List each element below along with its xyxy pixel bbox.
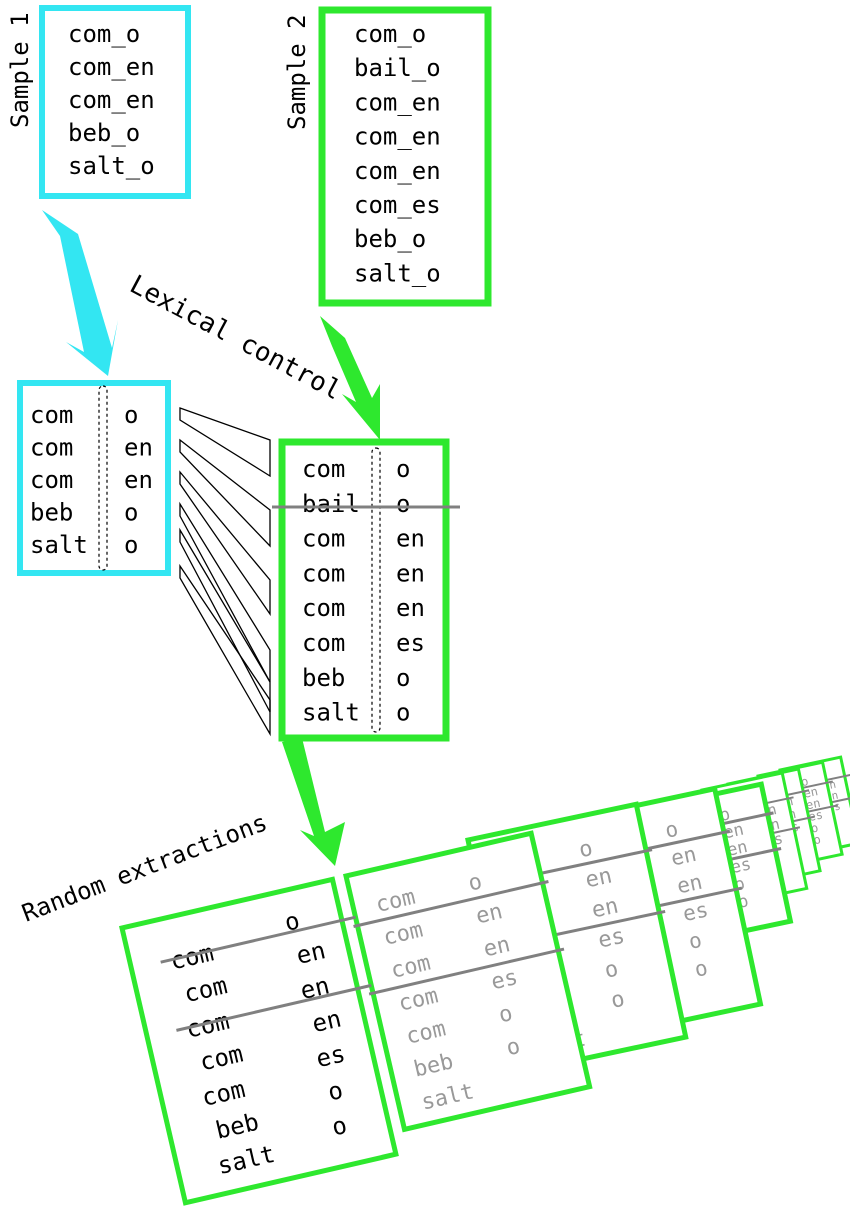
split2-stem: com xyxy=(302,629,345,657)
sample1-item: com_o xyxy=(68,20,140,48)
stacked-suffix: en xyxy=(583,863,614,893)
stacked-suffix: es xyxy=(489,965,520,995)
extraction-suffix: es xyxy=(313,1039,347,1073)
sample2-arrow xyxy=(320,316,380,440)
split2-suffix: o xyxy=(396,490,410,518)
sample2-item: bail_o xyxy=(354,54,441,82)
extraction-card-border xyxy=(119,876,399,1206)
extraction-suffix: en xyxy=(294,936,328,970)
stacked-suffix: o xyxy=(663,817,680,843)
split2-stem: salt xyxy=(302,699,360,727)
split1-box xyxy=(17,380,171,576)
sample2-items: com_o bail_o com_en com_en com_en com_es beb_o… xyxy=(354,20,441,287)
strike-line xyxy=(353,880,549,928)
split1-stem: com xyxy=(30,466,73,494)
sample1-box xyxy=(39,5,191,199)
stacked-suffix: en xyxy=(481,932,512,962)
stacked-suffix: o xyxy=(496,1001,515,1028)
split1-divider xyxy=(98,385,108,571)
stacked-suffix: en xyxy=(805,796,822,813)
split1-suffix: o xyxy=(124,499,138,527)
stacked-suffix: o xyxy=(609,987,627,1014)
sample1-label: Sample 1 xyxy=(6,12,34,128)
extraction-stack: comcomcomcomcombebsaltoenenesoocomcomcom… xyxy=(343,755,850,1133)
split2-stem: beb xyxy=(302,664,345,692)
connector xyxy=(179,470,271,617)
split2-suffix: en xyxy=(396,525,425,553)
split2-stem: com xyxy=(302,559,345,587)
split2-suffix: o xyxy=(396,455,410,483)
stacked-suffix: o xyxy=(692,956,709,982)
split2-stem: com xyxy=(302,455,345,483)
split2-stem: com xyxy=(302,594,345,622)
split2-stem: com xyxy=(302,525,345,553)
sample1-arrow xyxy=(42,210,118,376)
split2-suffix: es xyxy=(396,629,425,657)
split1-stem: salt xyxy=(30,531,88,559)
split1-suffix: o xyxy=(124,531,138,559)
stacked-suffix: o xyxy=(687,928,704,954)
connector xyxy=(179,527,271,713)
split2-suffix: o xyxy=(396,699,410,727)
connector xyxy=(179,438,271,548)
strike-line xyxy=(176,983,372,1032)
stacked-suffix: es xyxy=(681,897,711,926)
sample2-item: salt_o xyxy=(354,259,441,287)
sample2-box xyxy=(318,6,492,307)
split2-suffix: en xyxy=(396,594,425,622)
split2-suffix: o xyxy=(396,664,410,692)
stacked-suffix: o xyxy=(466,869,485,896)
mapping-connectors xyxy=(179,407,271,737)
stacked-suffix: o xyxy=(602,957,620,984)
connector xyxy=(179,407,271,478)
sample1-item: com_en xyxy=(68,53,155,81)
split1-suffix: o xyxy=(124,401,138,429)
extraction-arrow xyxy=(282,738,345,866)
stacked-suffix: o xyxy=(812,832,822,847)
stacked-suffix: o xyxy=(810,820,820,835)
split1-suffix: en xyxy=(124,434,153,462)
stacked-suffix: en xyxy=(802,784,819,801)
sample2-item: beb_o xyxy=(354,225,426,253)
extraction-card-border xyxy=(343,830,593,1133)
split2-suffix: en xyxy=(396,559,425,587)
strike-line xyxy=(160,915,356,964)
sample2-item: com_o xyxy=(354,20,426,48)
sample1-item: beb_o xyxy=(68,119,140,147)
split1-stem: com xyxy=(30,434,73,462)
sample2-item: com_es xyxy=(354,191,441,219)
sample1-items: com_o com_en com_en beb_o salt_o xyxy=(68,20,155,180)
extraction-suffix: o xyxy=(329,1111,349,1142)
split2-box xyxy=(278,438,450,742)
split2-divider xyxy=(371,447,381,733)
sample2-item: com_en xyxy=(354,88,441,116)
connector xyxy=(179,563,271,737)
split1-stem: com xyxy=(30,401,73,429)
extraction-suffix: en xyxy=(309,1004,343,1038)
split1-suffix: en xyxy=(124,466,153,494)
stacked-suffix: o xyxy=(577,836,595,863)
split2-stem: bail xyxy=(302,490,360,518)
split1-stem: beb xyxy=(30,499,73,527)
stacked-suffix: o xyxy=(504,1034,523,1061)
stacked-suffix: en xyxy=(675,870,705,899)
sample1-item: salt_o xyxy=(68,152,155,180)
sample1-item: com_en xyxy=(68,86,155,114)
strike-line xyxy=(368,947,565,996)
sample2-item: com_en xyxy=(354,123,441,151)
sample2-item: com_en xyxy=(354,157,441,185)
stacked-suffix: en xyxy=(474,899,505,929)
extraction-suffix: o xyxy=(325,1076,345,1107)
stacked-suffix: es xyxy=(596,924,627,954)
stacked-suffix: o xyxy=(800,774,810,789)
stacked-suffix: en xyxy=(590,894,621,924)
stacked-suffix: en xyxy=(669,842,699,871)
sample2-label: Sample 2 xyxy=(283,14,311,130)
